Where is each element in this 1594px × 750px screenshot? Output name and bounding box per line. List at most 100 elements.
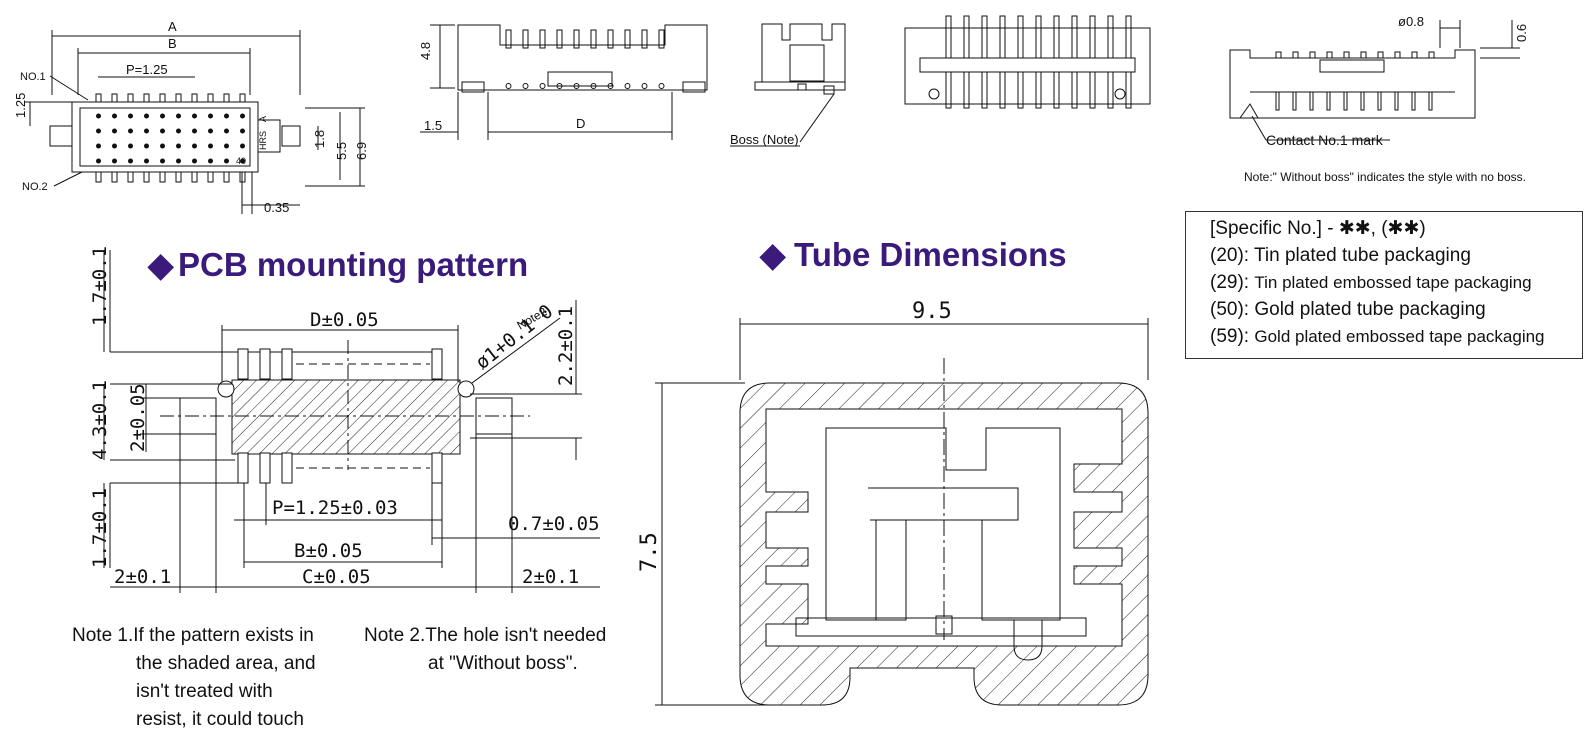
side-pin (590, 29, 597, 49)
contact-dot (240, 143, 245, 149)
contact-dot (96, 143, 101, 149)
side2-pin-bottom (1292, 91, 1297, 111)
side-pin-foot (505, 83, 512, 89)
pcb-dim-43: 4.3±0.1 (89, 380, 111, 460)
contact-dot (128, 158, 133, 164)
side2-pin-top (1309, 51, 1316, 59)
bottom-view-pin (945, 15, 952, 59)
pcb-dim-2: 2±0.05 (127, 383, 149, 452)
bottom-view-pin (945, 71, 952, 109)
label-dim-035: 0.35 (264, 200, 289, 215)
side-pin (641, 29, 648, 49)
pcb-dim-07: 0.7±0.05 (508, 513, 600, 535)
contact-dot (240, 113, 245, 119)
pcb-pattern (103, 250, 600, 593)
top-note: Note:" Without boss" indicates the style… (1244, 170, 1526, 184)
bottom-view-pin (1035, 15, 1042, 59)
bottom-view-pin (1089, 71, 1096, 109)
contact-dot (192, 158, 197, 164)
label-boss: Boss (Note) (730, 132, 799, 147)
contact-dot (208, 143, 213, 149)
side2-pin-top (1326, 51, 1333, 59)
end-view-connector (730, 23, 846, 147)
specific-item-50: (50): Gold plated tube packaging (1210, 299, 1486, 320)
contact-dot (224, 128, 229, 134)
side2-pin-top (1411, 51, 1418, 59)
bottom-view-pin (999, 71, 1006, 109)
bottom-pin (159, 171, 166, 183)
bottom-view-pin (1053, 71, 1060, 109)
pcb-pad-bottom (237, 452, 249, 484)
top-pin (159, 93, 166, 103)
side-pin (658, 29, 665, 49)
side-pin (539, 29, 546, 49)
pcb-dim-17-top: 1.7±0.1 (89, 246, 111, 326)
contact-dot (112, 113, 117, 119)
side-pin-foot (658, 83, 665, 89)
top-pin (207, 93, 214, 103)
specific-number-box: [Specific No.] - ✱✱, (✱✱) (20): Tin plat… (1185, 211, 1583, 359)
bottom-view-pin (1053, 15, 1060, 59)
bottom-pin (95, 171, 102, 183)
contact-dot (192, 143, 197, 149)
specific-item-59: (59): Gold plated embossed tape packagin… (1210, 326, 1545, 347)
bottom-view-pin (1107, 71, 1114, 109)
contact-dot (144, 143, 149, 149)
label-dim-d: D (576, 116, 585, 131)
label-dim-18: 1.8 (312, 130, 327, 148)
side2-pin-top (1343, 51, 1350, 59)
label-dim-06: 0.6 (1514, 24, 1529, 42)
pcb-pad-top (259, 348, 271, 380)
side-pin (556, 29, 563, 49)
contact-dot (176, 128, 181, 134)
contact-dot (96, 128, 101, 134)
specific-item-29: (29): Tin plated embossed tape packaging (1210, 272, 1532, 293)
bottom-pin (111, 171, 118, 183)
bottom-view-pin (1035, 71, 1042, 109)
pcb-heading-mark: ◆ (147, 246, 175, 283)
bottom-pin (127, 171, 134, 183)
pcb-dim-c: C±0.05 (302, 566, 371, 588)
side-pin-foot (590, 83, 597, 89)
side2-pin-bottom (1377, 91, 1382, 111)
label-no1: NO.1 (20, 71, 46, 83)
mark-40: 40 (236, 156, 246, 166)
contact-dot (176, 158, 181, 164)
tube-heading-mark: ◆ (759, 236, 787, 273)
side-pin-foot (522, 83, 529, 89)
pcb-signal-pads (237, 348, 443, 484)
contact-dot (128, 143, 133, 149)
pcb-dim-2-right: 2±0.1 (522, 566, 579, 588)
pcb-pad-bottom (259, 452, 271, 484)
top-pin (95, 93, 102, 103)
pcb-pad-bottom (431, 452, 443, 484)
side-view-2-connector (1229, 20, 1520, 141)
label-dim-a: A (168, 19, 177, 34)
bottom-view-pin (1071, 15, 1078, 59)
pcb-pad-top (237, 348, 249, 380)
tube-dim-width: 9.5 (912, 299, 952, 324)
pcb-pad-top (281, 348, 293, 380)
label-dim-125: 1.25 (13, 93, 28, 118)
bottom-view-pin (1017, 15, 1024, 59)
contact-dot (224, 113, 229, 119)
top-pin (239, 93, 246, 103)
pcb-dim-b: B±0.05 (294, 540, 363, 562)
side-pin-foot (539, 83, 546, 89)
bottom-view-pin (999, 15, 1006, 59)
pcb-dim-p: P=1.25±0.03 (272, 497, 398, 519)
side-pin (624, 29, 631, 49)
contact-dot (144, 113, 149, 119)
contact-dot (160, 158, 165, 164)
pcb-heading: PCB mounting pattern (178, 246, 528, 283)
label-dim-15: 1.5 (424, 118, 442, 133)
side2-pin-bottom (1394, 91, 1399, 111)
bottom-pin (223, 171, 230, 183)
label-dim-08: ø0.8 (1398, 14, 1424, 29)
bottom-view-connector (904, 27, 1151, 105)
label-dim-55: 5.5 (334, 142, 349, 160)
side2-pin-top (1292, 51, 1299, 59)
note-1: Note 1.If the pattern exists in the shad… (72, 625, 316, 730)
side-view-connector (420, 24, 708, 140)
side-pin (522, 29, 529, 49)
